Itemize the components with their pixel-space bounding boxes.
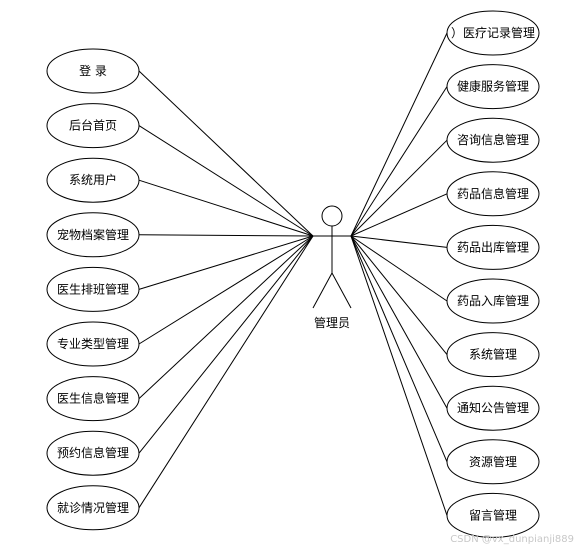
use-case-label: ）医疗记录管理	[451, 25, 535, 40]
association-lines	[138, 32, 448, 516]
use-case-ellipse	[46, 212, 140, 258]
use-case-ellipse	[46, 266, 140, 312]
use-case-ellipse	[446, 64, 540, 110]
association-line-right-5	[350, 235, 448, 248]
actor-admin: 管理员	[312, 205, 352, 330]
use-case-right-10: 留言管理	[446, 492, 540, 538]
watermark: CSDN @vx_dunpianji889	[450, 534, 574, 545]
association-line-left-3	[138, 179, 314, 237]
right-use-cases: ）医疗记录管理健康服务管理咨询信息管理药品信息管理药品出库管理药品入库管理系统管…	[446, 10, 540, 538]
use-case-label: 药品出库管理	[457, 239, 529, 254]
use-case-ellipse	[446, 278, 540, 324]
use-case-right-5: 药品出库管理	[446, 224, 540, 270]
use-case-right-1: ）医疗记录管理	[446, 10, 540, 56]
use-case-label: 药品信息管理	[457, 186, 529, 201]
use-case-label: 后台首页	[69, 118, 117, 133]
use-case-ellipse	[46, 103, 140, 149]
use-case-left-9: 就诊情况管理	[46, 485, 140, 531]
use-case-ellipse	[46, 321, 140, 367]
actor-label: 管理员	[314, 315, 350, 330]
use-case-label: 药品入库管理	[457, 293, 529, 308]
use-case-ellipse	[46, 157, 140, 203]
use-case-left-3: 系统用户	[46, 157, 140, 203]
association-line-right-1	[350, 32, 448, 237]
use-case-right-2: 健康服务管理	[446, 64, 540, 110]
association-line-left-4	[138, 234, 314, 237]
association-line-left-5	[138, 235, 314, 290]
association-line-left-2	[138, 125, 314, 237]
use-case-label: 医生排班管理	[57, 281, 129, 296]
use-case-right-3: 咨询信息管理	[446, 117, 540, 163]
use-case-label: 登 录	[79, 63, 107, 78]
use-case-right-9: 资源管理	[446, 439, 540, 485]
use-case-label: 专业类型管理	[57, 336, 129, 351]
left-use-cases: 登 录后台首页系统用户宠物档案管理医生排班管理专业类型管理医生信息管理预约信息管…	[46, 48, 140, 531]
association-line-right-3	[350, 139, 448, 237]
use-case-left-7: 医生信息管理	[46, 376, 140, 422]
use-case-ellipse	[446, 492, 540, 538]
use-case-right-6: 药品入库管理	[446, 278, 540, 324]
use-case-ellipse	[446, 117, 540, 163]
use-case-left-6: 专业类型管理	[46, 321, 140, 367]
actor-left-leg	[312, 272, 333, 309]
association-line-right-10	[350, 235, 448, 516]
use-case-label: 留言管理	[469, 507, 517, 522]
use-case-ellipse	[446, 224, 540, 270]
use-case-left-4: 宠物档案管理	[46, 212, 140, 258]
use-case-right-4: 药品信息管理	[446, 171, 540, 217]
use-case-label: 预约信息管理	[57, 445, 129, 460]
association-line-left-1	[138, 70, 314, 237]
use-case-label: 资源管理	[469, 454, 517, 469]
use-case-right-8: 通知公告管理	[446, 385, 540, 431]
association-line-right-2	[350, 86, 448, 237]
use-case-left-5: 医生排班管理	[46, 266, 140, 312]
association-line-right-9	[350, 235, 448, 462]
association-line-right-6	[350, 235, 448, 302]
use-case-ellipse	[46, 430, 140, 476]
association-line-left-8	[138, 235, 314, 454]
use-case-ellipse	[46, 485, 140, 531]
actor-right-leg	[331, 272, 352, 309]
use-case-label: 就诊情况管理	[57, 500, 129, 515]
use-case-left-2: 后台首页	[46, 103, 140, 149]
association-line-left-6	[138, 235, 314, 345]
association-line-right-4	[350, 193, 448, 237]
association-line-right-8	[350, 235, 448, 409]
association-line-left-7	[138, 235, 314, 399]
actor-head	[321, 205, 343, 227]
use-case-left-8: 预约信息管理	[46, 430, 140, 476]
association-line-right-7	[350, 235, 448, 355]
use-case-label: 系统管理	[469, 347, 517, 362]
use-case-label: 咨询信息管理	[457, 132, 529, 147]
use-case-ellipse	[446, 10, 540, 56]
use-case-ellipse	[446, 439, 540, 485]
use-case-label: 医生信息管理	[57, 391, 129, 406]
association-line-left-9	[138, 235, 314, 509]
use-case-label: 宠物档案管理	[57, 227, 129, 242]
use-case-ellipse	[446, 171, 540, 217]
use-case-right-7: 系统管理	[446, 332, 540, 378]
use-case-label: 通知公告管理	[457, 400, 529, 415]
use-case-ellipse	[446, 385, 540, 431]
use-case-ellipse	[46, 376, 140, 422]
use-case-ellipse	[446, 332, 540, 378]
use-case-left-1: 登 录	[46, 48, 140, 94]
use-case-label: 系统用户	[69, 172, 117, 187]
use-case-label: 健康服务管理	[457, 79, 529, 94]
use-case-ellipse	[46, 48, 140, 94]
